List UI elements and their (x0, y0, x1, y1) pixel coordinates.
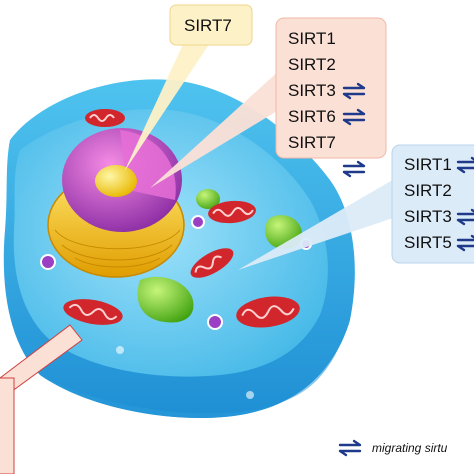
nucleolus-sirt-label: SIRT7 (184, 16, 232, 35)
membrane-callout-box (0, 377, 15, 474)
cytoplasm-sirt-label: SIRT2 (404, 181, 452, 200)
mitochondria (63, 109, 300, 328)
migration-arrows (342, 82, 474, 252)
nucleus-sirt-label: SIRT7 (288, 133, 336, 152)
vesicle (246, 391, 254, 399)
mitochondrion (236, 296, 300, 328)
vesicle (207, 314, 223, 330)
cytoplasm-sirt-label: SIRT5 (404, 233, 452, 252)
migrating-arrow-icon (456, 234, 474, 252)
nucleus-callout-list: SIRT1 SIRT2 SIRT3 SIRT6 SIRT7 (288, 29, 336, 152)
migrating-arrow-icon (342, 82, 366, 100)
callout-pointers (0, 40, 402, 401)
cytoplasm-callout-box (391, 144, 474, 264)
nucleolus (95, 165, 137, 197)
nucleus-sirt-label: SIRT3 (288, 81, 336, 100)
vacuole (137, 276, 194, 323)
nucleus-sirt-label: SIRT6 (288, 107, 336, 126)
nuclear-pores (54, 229, 181, 268)
nucleolus-pointer (124, 40, 212, 172)
vacuole (196, 189, 220, 209)
mitochondrion (208, 200, 256, 224)
nucleus-sirt-label: SIRT1 (288, 29, 336, 48)
cytoplasm-sirt-label: SIRT3 (404, 207, 452, 226)
nucleus-sirt-label: SIRT2 (288, 55, 336, 74)
migrating-arrow-icon (456, 156, 474, 174)
migrating-arrow-icon (342, 160, 366, 178)
legend-arrow-icon (338, 439, 362, 457)
mitochondrion (190, 248, 234, 278)
mitochondrion (63, 299, 123, 325)
cytoplasm-sirt-label: SIRT1 (404, 155, 452, 174)
cytoplasm-pointer (238, 178, 402, 270)
mitochondrion (85, 109, 125, 127)
nucleus (47, 128, 185, 278)
vesicle (116, 346, 124, 354)
cytoplasm-callout-list: SIRT1 SIRT2 SIRT3 SIRT5 (404, 155, 452, 252)
migrating-arrow-icon (338, 439, 362, 457)
legend-label: migrating sirtu (372, 441, 448, 455)
nucleus-callout-box (275, 17, 387, 159)
vesicle (191, 215, 205, 229)
nucleus-pointer (150, 68, 282, 188)
vesicle (40, 254, 56, 270)
migrating-arrow-icon (342, 108, 366, 126)
nucleolus-callout-box (169, 4, 253, 46)
membrane-pointer (0, 324, 83, 401)
migrating-arrow-icon (456, 208, 474, 226)
